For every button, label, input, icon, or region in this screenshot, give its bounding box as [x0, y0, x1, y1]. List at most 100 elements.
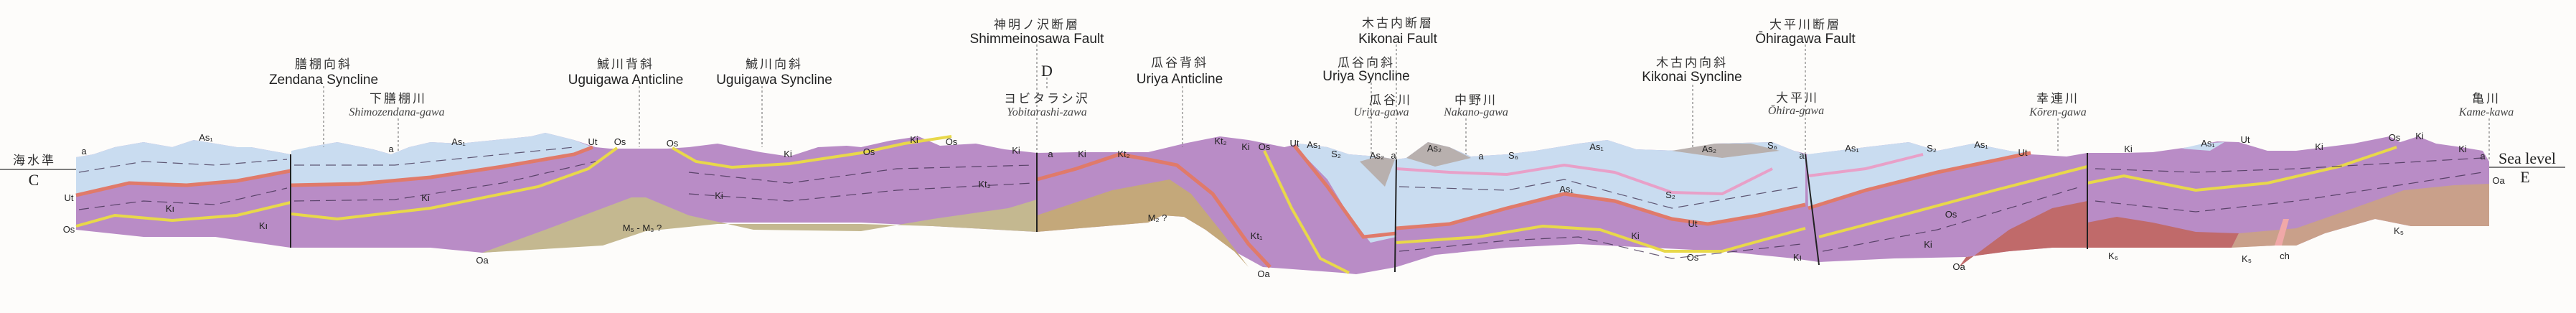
os-bed-kikonai: [1396, 224, 1806, 253]
unit-label: Ut: [1688, 218, 1698, 229]
ut-bed-left: [75, 169, 291, 197]
structure-en: Uguigawa Syncline: [716, 73, 832, 88]
unit-label: a: [1799, 150, 1805, 161]
bedding-line: [78, 159, 288, 173]
unit-label: ch: [2280, 251, 2290, 261]
unit-label: As₁: [1307, 139, 1321, 150]
unit-label: As₂: [1370, 150, 1384, 161]
unit-label: Ut: [1290, 138, 1299, 149]
unit-label: a: [2480, 151, 2486, 162]
structure-ja: 鯎川背斜: [597, 57, 654, 72]
unit-label: a: [1478, 151, 1484, 162]
unit-label: Os: [946, 136, 958, 147]
as2-formation-c: [1672, 144, 1780, 158]
unit-label: As₁: [1559, 184, 1574, 195]
unit-label: Kı: [166, 203, 174, 214]
m5-m3-basement: [482, 197, 1037, 253]
bedding-line: [294, 146, 575, 166]
structure-en: Zendana Syncline: [269, 73, 378, 88]
sea-level-label-ja: 海水準: [13, 154, 56, 168]
unit-label: K₅: [2242, 253, 2252, 264]
unit-label: As₁: [199, 132, 213, 143]
unit-label: Os: [863, 146, 875, 157]
as1-formation-kikonai: [1396, 140, 1805, 228]
unit-label: Kt₂: [978, 179, 990, 190]
unit-label: a: [81, 146, 87, 156]
unit-label: Os: [2389, 132, 2401, 143]
river-ja: 瓜谷川: [1369, 93, 1412, 108]
bedding-line: [2095, 157, 2483, 173]
unit-label: Ki: [1012, 145, 1020, 156]
unit-label: Kı: [1793, 252, 1802, 263]
unit-label: Ki: [2415, 131, 2424, 141]
os-bed-uguigawa: [672, 135, 952, 169]
ut-bed-uriya: [1293, 144, 1397, 239]
unit-label: S₆: [1508, 150, 1518, 161]
unit-label: Os: [667, 138, 679, 149]
unit-label: S₂: [1927, 143, 1937, 154]
river-ja: 下膳棚川: [370, 92, 427, 106]
unit-label: S₂: [1331, 149, 1341, 159]
unit-label: Kt₁: [1251, 230, 1263, 241]
unit-label: Kt₂: [1214, 136, 1226, 146]
river-en: Ōhira-gawa: [1768, 104, 1824, 117]
os-bed-left: [75, 201, 291, 228]
structure-en: Uriya Syncline: [1322, 69, 1409, 84]
bedding-line: [78, 187, 288, 210]
unit-label: Kt₂: [1117, 149, 1129, 159]
structure-ja: 神明ノ沢断層: [994, 18, 1080, 32]
bedding-line: [688, 164, 1034, 184]
unit-label: Oa: [2492, 175, 2505, 186]
unit-label: S₆: [1767, 140, 1777, 151]
river-en: Kame-kawa: [2458, 106, 2514, 118]
unit-label: Ki: [1631, 230, 1640, 241]
unit-label: Ki: [2458, 144, 2467, 154]
unit-label: Ki: [1241, 141, 1250, 152]
unit-label: Oa: [1257, 268, 1270, 279]
unit-label: As₁: [451, 136, 466, 147]
unit-label: Os: [1259, 141, 1271, 152]
unit-label: Ut: [2241, 134, 2250, 145]
structure-en: Uguigawa Anticline: [568, 73, 684, 88]
river-en: Uriya-gawa: [1353, 106, 1409, 118]
s2-bed-ohira: [1808, 153, 1924, 177]
fault-ohiragawa: [1805, 154, 1820, 266]
bedding-line: [1399, 236, 1802, 259]
bedding-line: [688, 182, 1034, 202]
k6-basement-right: [2087, 217, 2239, 248]
as2-formation-a: [1406, 142, 1471, 167]
structure-ja: 鯎川向斜: [746, 57, 803, 72]
unit-label: Os: [1687, 252, 1699, 263]
structure-ja: 大平川断層: [1769, 18, 1841, 32]
as1-formation-outlier: [2181, 142, 2224, 151]
structure-ja: 木古内向斜: [1656, 56, 1728, 70]
ut-bed-ohira: [1808, 151, 2031, 210]
fault-kikonai: [1394, 159, 1397, 273]
formation-labels: a As₁ a As₁ Ut Os Os Ki Ut Kı Os Kı Ki K…: [63, 131, 2506, 279]
ut-bed-kikonai: [1396, 192, 1806, 230]
structure-en: Kikonai Fault: [1358, 32, 1438, 47]
unit-label: Ut: [2018, 147, 2028, 158]
unit-label: a: [1391, 150, 1396, 161]
structure-en: Ōhiragawa Fault: [1755, 32, 1856, 47]
k5-basement: [2232, 184, 2489, 248]
unit-label: Ki: [1078, 149, 1086, 159]
bedding-line: [1822, 186, 2082, 252]
structure-ja: 瓜谷背斜: [1151, 56, 1208, 70]
os-bed-right: [2087, 146, 2397, 192]
unit-label: Oa: [1952, 261, 1965, 272]
unit-label: As₁: [1589, 141, 1604, 152]
unit-label: K₅: [2394, 225, 2404, 236]
unit-label: Os: [1945, 209, 1957, 220]
unit-label: a: [388, 144, 394, 154]
ut-bed-zendana: [291, 145, 593, 187]
unit-label: M₂ ?: [1148, 212, 1167, 223]
unit-label: As₁: [1974, 139, 1988, 150]
unit-label: Ki: [784, 149, 792, 159]
unit-label: Kı: [259, 220, 268, 231]
unit-label: M₅ - M₃ ?: [623, 223, 662, 233]
m2-basement: [1037, 179, 1249, 267]
sea-level-label-en: Sea level: [2499, 149, 2556, 167]
river-en: Yobitarashi-zawa: [1007, 106, 1086, 118]
